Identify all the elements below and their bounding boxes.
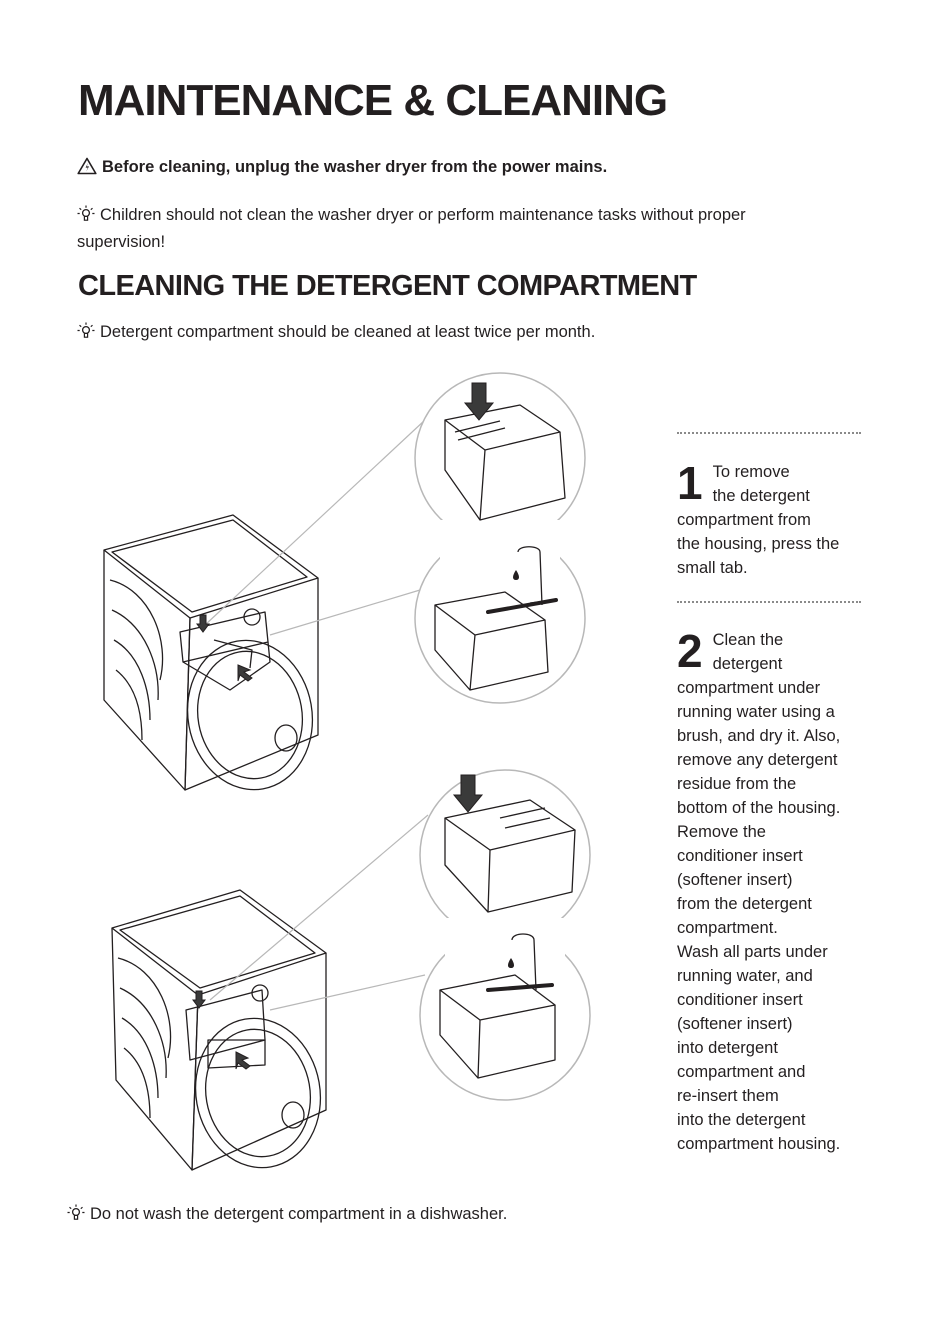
drawer-press-tab-detail: [444, 404, 566, 521]
step-separator: [677, 601, 861, 603]
callout-lines: [204, 419, 429, 1011]
tip-supervision: Children should not clean the washer dry…: [77, 203, 837, 254]
step-text: To remove the detergent compartment from…: [677, 463, 840, 577]
warning-text: Before cleaning, unplug the washer dryer…: [102, 158, 608, 176]
tip-frequency-text: Detergent compartment should be cleaned …: [100, 323, 596, 341]
warning-notice: Before cleaning, unplug the washer dryer…: [77, 155, 607, 182]
drawer-insert-detail: [444, 799, 576, 913]
tip-dishwasher-text: Do not wash the detergent compartment in…: [90, 1205, 508, 1223]
tip-frequency: Detergent compartment should be cleaned …: [77, 320, 595, 347]
press-arrow-icon: [192, 382, 495, 1070]
washer-illustration-top: [103, 514, 319, 791]
lightbulb-icon: [67, 1204, 85, 1229]
step-1: 1 To remove the detergent compartment fr…: [677, 460, 867, 580]
step-number: 1: [677, 457, 703, 509]
tip-dishwasher: Do not wash the detergent compartment in…: [67, 1202, 507, 1229]
step-2: 2 Clean the detergent compartment under …: [677, 628, 867, 1156]
section-title: CLEANING THE DETERGENT COMPARTMENT: [78, 270, 697, 302]
drawer-brush-detail: [434, 546, 557, 691]
step-separator: [677, 432, 861, 434]
tip-supervision-text: Children should not clean the washer dry…: [77, 206, 746, 251]
water-drop-icon: [508, 570, 519, 968]
lightbulb-icon: [77, 205, 95, 230]
step-number: 2: [677, 625, 703, 677]
step-text: Clean the detergent compartment under ru…: [677, 631, 841, 1153]
drawer-brush-detail-2: [439, 933, 556, 1079]
lightbulb-icon: [77, 322, 95, 347]
page-title: MAINTENANCE & CLEANING: [78, 76, 668, 125]
warning-triangle-icon: [77, 157, 97, 182]
washer-illustration-bottom: [111, 889, 327, 1171]
